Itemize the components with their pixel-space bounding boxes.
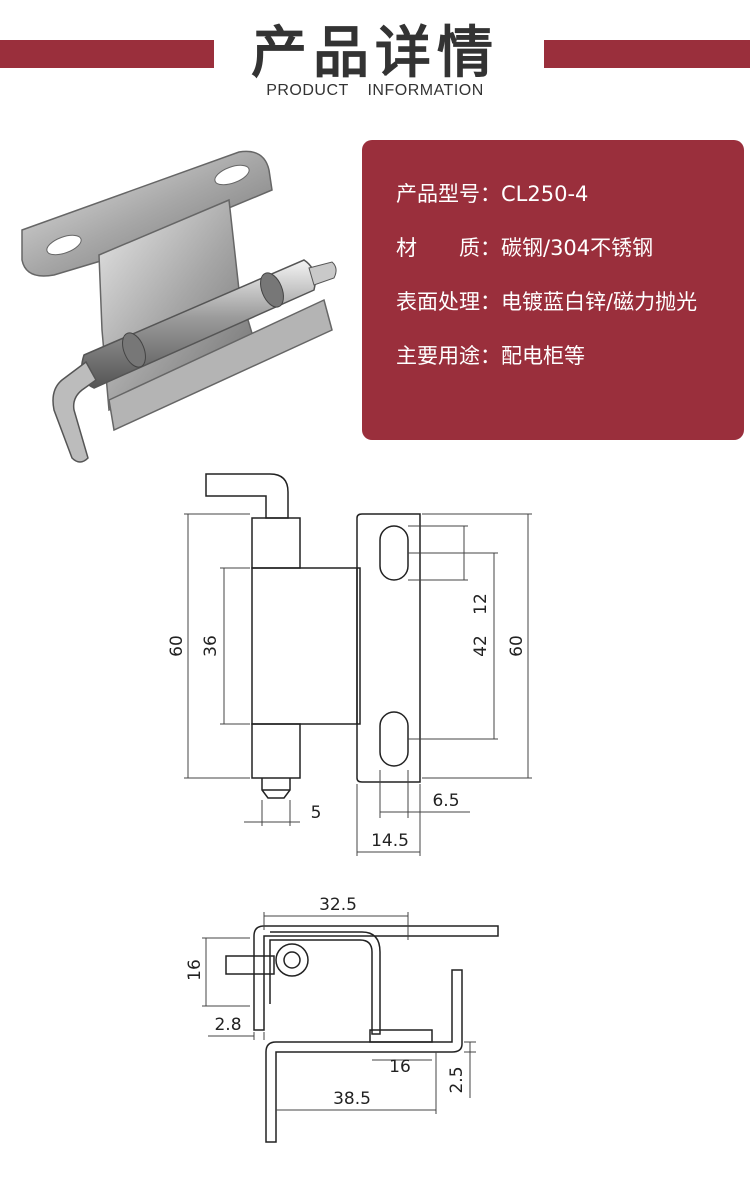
dim-plate-width: 14.5 bbox=[371, 831, 409, 851]
side-dimension-lines bbox=[202, 912, 476, 1114]
spec-panel: 产品型号：CL250-4 材 质：碳钢/304不锈钢 表面处理：电镀蓝白锌/磁力… bbox=[362, 140, 744, 440]
dim-pin-offset: 5 bbox=[311, 803, 322, 823]
dim-thickness: 2.8 bbox=[214, 1015, 241, 1035]
dim-right-height: 60 bbox=[507, 635, 527, 657]
header-bar-right bbox=[544, 40, 750, 68]
page-title: 产品详情 bbox=[251, 21, 499, 86]
front-dimension-lines bbox=[184, 513, 532, 856]
front-view bbox=[205, 473, 421, 799]
side-view bbox=[225, 925, 499, 1143]
header-bar-left bbox=[0, 40, 214, 68]
spec-material: 材 质：碳钢/304不锈钢 bbox=[396, 236, 654, 260]
technical-drawing: 60 36 60 42 12 5 6.5 14.5 32.5 16 2.8 16… bbox=[167, 473, 532, 1143]
product-photo bbox=[21, 150, 337, 463]
dim-step: 2.5 bbox=[447, 1066, 467, 1093]
dim-slot-length: 12 bbox=[471, 593, 491, 615]
spec-model: 产品型号：CL250-4 bbox=[396, 182, 589, 206]
dim-inner-height: 36 bbox=[201, 635, 221, 657]
dim-pin-height: 16 bbox=[185, 959, 205, 981]
dim-slot-offset: 6.5 bbox=[432, 791, 459, 811]
page-subtitle: PRODUCT INFORMATION bbox=[266, 82, 484, 99]
spec-surface: 表面处理：电镀蓝白锌/磁力抛光 bbox=[396, 290, 698, 314]
dim-slot-spacing: 42 bbox=[471, 635, 491, 657]
dim-left-height: 60 bbox=[167, 635, 187, 657]
dim-leaf-width: 16 bbox=[389, 1057, 411, 1077]
spec-usage: 主要用途：配电柜等 bbox=[396, 344, 585, 368]
dim-top-width: 32.5 bbox=[319, 895, 357, 915]
dim-bottom-width: 38.5 bbox=[333, 1089, 371, 1109]
